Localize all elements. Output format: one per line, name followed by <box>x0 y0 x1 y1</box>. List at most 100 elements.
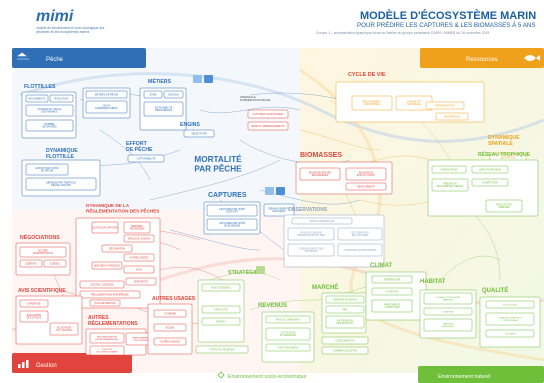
title-strategie: STRATÉGIE <box>228 268 259 276</box>
box-investissement <box>201 283 241 292</box>
box-reseau-text: RÉSEAU <box>216 320 226 323</box>
box-zone-text: ZONE <box>150 93 157 96</box>
box-migrations-cycle <box>435 112 469 121</box>
compass-icon <box>217 371 225 379</box>
title-engins: ENGINS <box>180 122 200 128</box>
title-autres-usages: AUTRES USAGES <box>152 296 196 302</box>
box-quotas-licences <box>79 280 125 289</box>
box-prix-carburant <box>265 315 311 324</box>
box-efficacite-text: EFFICACITÉ <box>214 308 228 311</box>
box-plan-gestion <box>89 299 121 307</box>
box-phenomenes <box>371 299 413 313</box>
box-debarquements <box>263 203 295 217</box>
box-consommation <box>321 336 369 345</box>
box-oxygene-text: OXYGÈNE <box>505 332 516 335</box>
box-metiers-de-peche-text: MÉTIERS DE PÊCHE <box>95 93 119 96</box>
connector <box>209 272 281 281</box>
box-demande-mondiale-text: DEMANDE MONDIALE <box>333 298 358 301</box>
box-accessibilite <box>143 101 184 117</box>
box-evolution-text: ÉVOLUTION <box>55 97 69 100</box>
page-title: MODÈLE D'ÉCOSYSTÈME MARIN <box>360 10 537 22</box>
clipboard-icon <box>276 187 285 195</box>
box-quotas-licences-text: QUOTAS / LICENCES <box>91 283 114 286</box>
box-prix <box>325 305 365 314</box>
title-flottilles: FLOTTILLES <box>24 84 56 90</box>
zone-peche-band <box>12 48 146 68</box>
title-negociations: NÉGOCIATIONS <box>20 233 60 241</box>
box-reglementation-europeenne-text: RÉGLEMENTATION EUROPÉENNE <box>91 293 129 296</box>
box-captures-accessoires-text: CAPTURES ACCESSOIRES <box>253 113 284 116</box>
box-connectivite <box>423 292 473 305</box>
box-temperature-text: TEMPÉRATURE <box>383 278 401 281</box>
box-puissance <box>25 104 74 117</box>
box-migrations-cycle-text: MIGRATIONS <box>445 115 460 118</box>
zone-env-naturel-label: Environnement naturel <box>438 374 490 380</box>
box-selectivite <box>183 129 215 138</box>
box-lobbying-text: LOBBYING <box>25 263 37 265</box>
box-turbidite <box>485 312 535 326</box>
box-saisons <box>163 90 184 99</box>
zone-ressources-label: Ressources <box>466 57 498 63</box>
box-plan-gestion-text: PLAN DE GESTION <box>95 302 116 305</box>
box-migrations-text: MIGRATIONS <box>501 156 516 159</box>
box-couts <box>265 327 311 341</box>
box-courants-text: COURANTS <box>386 290 399 293</box>
connector <box>19 72 544 143</box>
box-mouvements-text: MOUVEMENTS <box>28 97 46 100</box>
title-avis-scientifique: AVIS SCIENTIFIQUE <box>18 288 66 294</box>
box-dispositifs-text: DISPOSITIFS <box>134 281 149 283</box>
box-capturabilite-text: CAPTURABILITÉ <box>137 157 156 160</box>
box-reproduction <box>425 101 465 110</box>
box-production-primaire <box>485 199 523 213</box>
box-mesures-urgence-text: MESURES D'URGENCE <box>94 265 120 267</box>
box-attractivite <box>195 345 249 354</box>
title-biomasses: BIOMASSES <box>300 152 342 159</box>
box-mesures-techniques <box>123 221 151 234</box>
box-efficacite <box>201 305 241 314</box>
gauge-icon <box>193 75 202 83</box>
title-habitat: HABITAT <box>420 279 446 285</box>
title-marche: MARCHÉ <box>312 283 338 291</box>
box-peche-scientifique-text: PÊCHE SCIENTIFIQUE <box>310 220 335 223</box>
scale-icon <box>265 187 274 195</box>
box-substrat-text: SUBSTRAT <box>442 310 454 313</box>
box-reproduction-text: REPRODUCTION <box>435 104 455 107</box>
box-cpub <box>206 218 258 231</box>
box-pollutions <box>485 300 535 309</box>
logo-tagline: modèle de fonctionnement socio-écologiqu… <box>36 26 105 34</box>
box-declaration-text: DÉCLARATION <box>109 247 126 250</box>
box-biomasse-pechee <box>299 167 341 181</box>
box-allocation <box>49 322 79 336</box>
box-couts-salariaux <box>265 343 311 352</box>
box-cpue <box>206 204 258 217</box>
box-reglementation-europeenne <box>79 290 141 299</box>
connector <box>299 129 381 151</box>
box-predation <box>431 178 469 192</box>
box-reglementation-env <box>89 332 125 344</box>
box-mesures-urgence <box>91 261 123 270</box>
page-subtitle: POUR PRÉDIRE LES CAPTURES & LES BIOMASSE… <box>357 22 536 29</box>
box-autres-usages-text: AUTRES USAGES <box>160 340 180 343</box>
connector <box>249 299 321 311</box>
box-declarations <box>337 227 383 241</box>
